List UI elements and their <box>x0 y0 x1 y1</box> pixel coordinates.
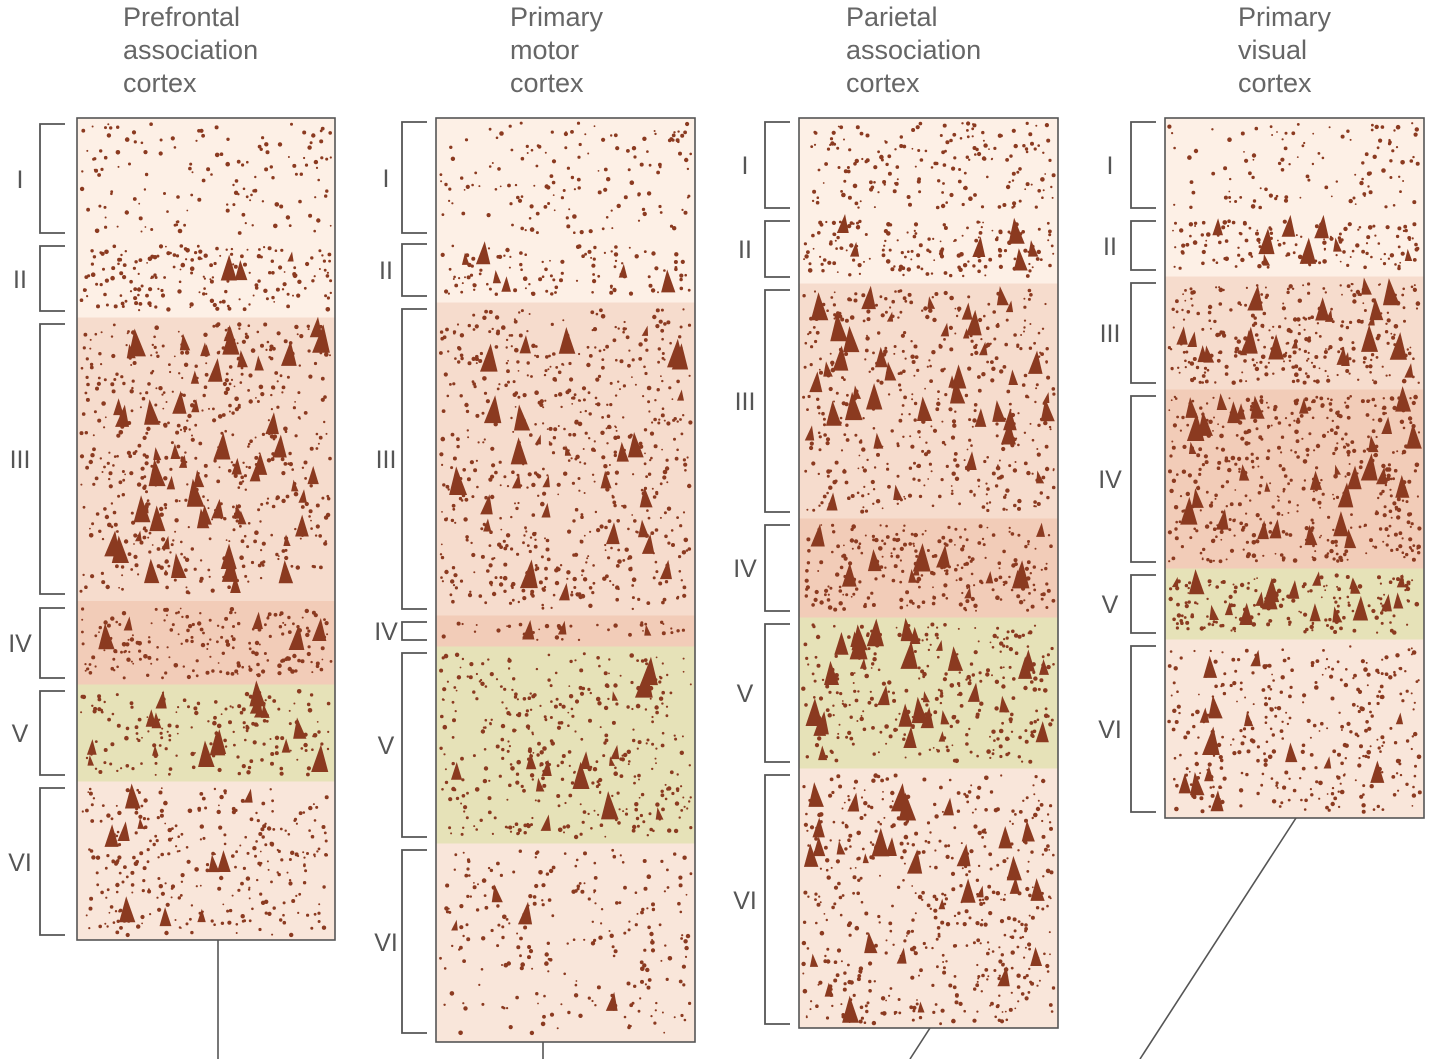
layer-label-iii: III <box>376 446 397 474</box>
column-outline <box>435 117 696 1043</box>
column-outline <box>798 117 1059 1029</box>
column-outline <box>1164 117 1425 819</box>
layer-band-i <box>799 118 1058 215</box>
panel-title-line: association <box>846 35 981 65</box>
layer-label-vi: VI <box>1098 716 1122 744</box>
connector-line <box>1139 817 1297 1059</box>
panel-title-line: cortex <box>123 68 197 98</box>
layer-bracket <box>401 308 427 610</box>
panel-title-line: visual <box>1238 35 1307 65</box>
layer-bracket <box>401 621 427 641</box>
connector-line <box>909 1027 931 1059</box>
layer-label-v: V <box>12 720 29 748</box>
layer-bracket <box>1130 395 1156 563</box>
layer-bracket <box>39 323 65 595</box>
layer-label-i: I <box>17 166 24 194</box>
layer-label-iii: III <box>10 446 31 474</box>
layer-bracket <box>1130 282 1156 384</box>
panel-title-line: Parietal <box>846 2 938 32</box>
cortex-column <box>436 118 695 1042</box>
layer-label-v: V <box>737 680 754 708</box>
layer-label-ii: II <box>13 266 27 294</box>
layer-band-ii <box>1165 214 1424 277</box>
layer-bracket <box>1130 574 1156 634</box>
layer-label-i: I <box>742 152 749 180</box>
cortex-column <box>1165 118 1424 818</box>
layer-label-v: V <box>1102 591 1119 619</box>
layer-bracket <box>401 849 427 1034</box>
layer-bracket <box>764 524 790 612</box>
cell-stipple <box>439 121 693 1036</box>
layer-band-vi <box>799 768 1058 1028</box>
layer-bracket <box>401 652 427 838</box>
panel-title-line: Prefrontal <box>123 2 240 32</box>
layer-bracket <box>764 220 790 278</box>
layer-label-vi: VI <box>374 929 398 957</box>
layer-label-i: I <box>383 165 390 193</box>
panel-title-line: Primary <box>510 2 603 32</box>
layer-label-iv: IV <box>8 630 32 658</box>
layer-label-ii: II <box>379 257 393 285</box>
layer-bracket <box>1130 121 1156 209</box>
layer-bracket <box>401 121 427 234</box>
panel-title-line: motor <box>510 35 579 65</box>
layer-bracket <box>39 245 65 312</box>
layer-label-ii: II <box>1103 233 1117 261</box>
layer-bracket <box>1130 220 1156 271</box>
layer-bracket <box>764 121 790 209</box>
column-outline <box>76 117 336 941</box>
panel-title-line: association <box>123 35 258 65</box>
cortex-column <box>799 118 1058 1028</box>
layer-label-vi: VI <box>8 849 32 877</box>
layer-bracket <box>764 623 790 763</box>
panel-title-line: cortex <box>846 68 920 98</box>
layer-bracket <box>39 607 65 679</box>
cell-stipple <box>801 121 1056 1026</box>
cell-stipple <box>1167 122 1422 814</box>
layer-bracket <box>764 289 790 513</box>
layer-bracket <box>764 774 790 1025</box>
layer-label-v: V <box>378 732 395 760</box>
cortex-column <box>77 118 335 940</box>
panel-title-line: cortex <box>1238 68 1312 98</box>
panel-title-line: Primary <box>1238 2 1331 32</box>
layer-band-vi <box>436 843 695 1042</box>
layer-bracket <box>401 243 427 297</box>
layer-label-iii: III <box>1100 320 1121 348</box>
layer-label-iv: IV <box>733 555 757 583</box>
layer-band-v <box>436 646 695 844</box>
layer-band-i <box>436 118 695 239</box>
cell-stipple <box>79 122 333 938</box>
layer-bracket <box>39 787 65 936</box>
layer-label-vi: VI <box>733 887 757 915</box>
layer-label-iv: IV <box>1098 466 1122 494</box>
layer-label-iv: IV <box>374 618 398 646</box>
layer-label-ii: II <box>738 236 752 264</box>
layer-bracket <box>39 123 65 234</box>
layer-bracket <box>39 690 65 776</box>
layer-band-ii <box>436 238 695 303</box>
layer-band-i <box>77 118 335 240</box>
layer-bracket <box>1130 645 1156 813</box>
panel-title-line: cortex <box>510 68 584 98</box>
layer-label-iii: III <box>735 388 756 416</box>
layer-label-i: I <box>1107 152 1114 180</box>
